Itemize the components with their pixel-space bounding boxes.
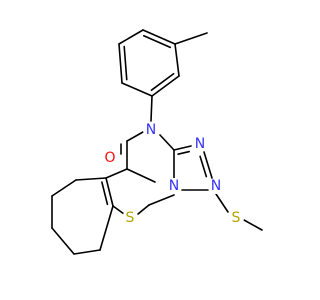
atom-n-2: N xyxy=(192,136,208,152)
bond-18 xyxy=(243,219,263,231)
atom-label-n: N xyxy=(195,136,205,152)
atom-n-3: N xyxy=(208,178,224,194)
bond-line xyxy=(203,151,213,179)
bond-7 xyxy=(150,95,153,122)
bond-6 xyxy=(174,32,208,45)
bond-4 xyxy=(121,82,153,97)
bond-line-inner xyxy=(150,72,175,91)
bond-17 xyxy=(215,193,229,213)
bond-line xyxy=(243,219,263,231)
bond-line xyxy=(159,134,175,151)
atom-n-4: N xyxy=(166,178,182,194)
bond-line-inner xyxy=(177,150,191,155)
bond-line xyxy=(105,168,128,179)
atom-label-bg xyxy=(102,150,118,166)
bond-15 xyxy=(199,151,213,179)
bond-line xyxy=(151,75,180,97)
bond-24 xyxy=(75,177,107,181)
atom-label-n: N xyxy=(146,122,156,138)
bond-21 xyxy=(105,168,128,179)
bond-2 xyxy=(174,43,180,77)
bond-line xyxy=(174,32,208,45)
atom-label-o: O xyxy=(104,150,115,166)
atom-label-bg xyxy=(192,136,208,152)
bond-11 xyxy=(126,168,156,183)
bond-line xyxy=(173,145,192,151)
bond-layer xyxy=(51,29,263,255)
bond-19 xyxy=(148,194,175,206)
atom-label-bg xyxy=(122,210,138,226)
bond-line xyxy=(75,177,107,181)
bond-0 xyxy=(118,29,144,45)
bond-line xyxy=(137,204,150,215)
bond-line xyxy=(174,43,180,77)
atom-label-bg xyxy=(166,178,182,194)
atom-o-1: O xyxy=(102,150,118,166)
bond-3 xyxy=(150,72,180,97)
atom-label-s: S xyxy=(126,210,135,226)
bond-line xyxy=(148,194,175,206)
bond-5 xyxy=(118,43,128,84)
bond-22 xyxy=(101,177,114,207)
bond-line-inner xyxy=(199,155,208,178)
bond-line xyxy=(126,131,144,142)
bond-line xyxy=(118,29,144,45)
bond-line xyxy=(51,227,75,255)
bond-20 xyxy=(137,204,150,215)
bond-line xyxy=(99,205,114,251)
atom-s-5: S xyxy=(122,210,138,226)
bond-13 xyxy=(173,145,192,155)
atom-label-s: S xyxy=(232,210,241,226)
bond-29 xyxy=(99,205,114,251)
bond-line xyxy=(105,177,114,207)
bond-line xyxy=(215,193,229,213)
bond-28 xyxy=(73,249,101,255)
bond-line xyxy=(142,29,176,45)
bond-line xyxy=(121,82,153,97)
atom-label-bg xyxy=(228,210,244,226)
atom-label-n: N xyxy=(169,178,179,194)
bond-line xyxy=(118,43,123,84)
bond-23 xyxy=(112,205,125,215)
atom-label-bg xyxy=(208,178,224,194)
bond-line xyxy=(73,249,101,255)
atom-s-6: S xyxy=(228,210,244,226)
bond-25 xyxy=(51,179,77,197)
bond-line-inner xyxy=(142,34,172,49)
bond-line xyxy=(126,168,156,183)
bond-line xyxy=(51,179,77,197)
atom-label-bg xyxy=(143,122,159,138)
bond-line xyxy=(112,205,125,215)
atom-n-0: N xyxy=(143,122,159,138)
bond-8 xyxy=(126,131,144,142)
bond-27 xyxy=(51,227,75,255)
bond-line xyxy=(150,95,153,122)
bond-12 xyxy=(159,134,175,151)
atom-label-n: N xyxy=(211,178,221,194)
bond-1 xyxy=(142,29,176,49)
bond-line-inner xyxy=(123,45,128,81)
bond-line-inner xyxy=(101,181,109,206)
